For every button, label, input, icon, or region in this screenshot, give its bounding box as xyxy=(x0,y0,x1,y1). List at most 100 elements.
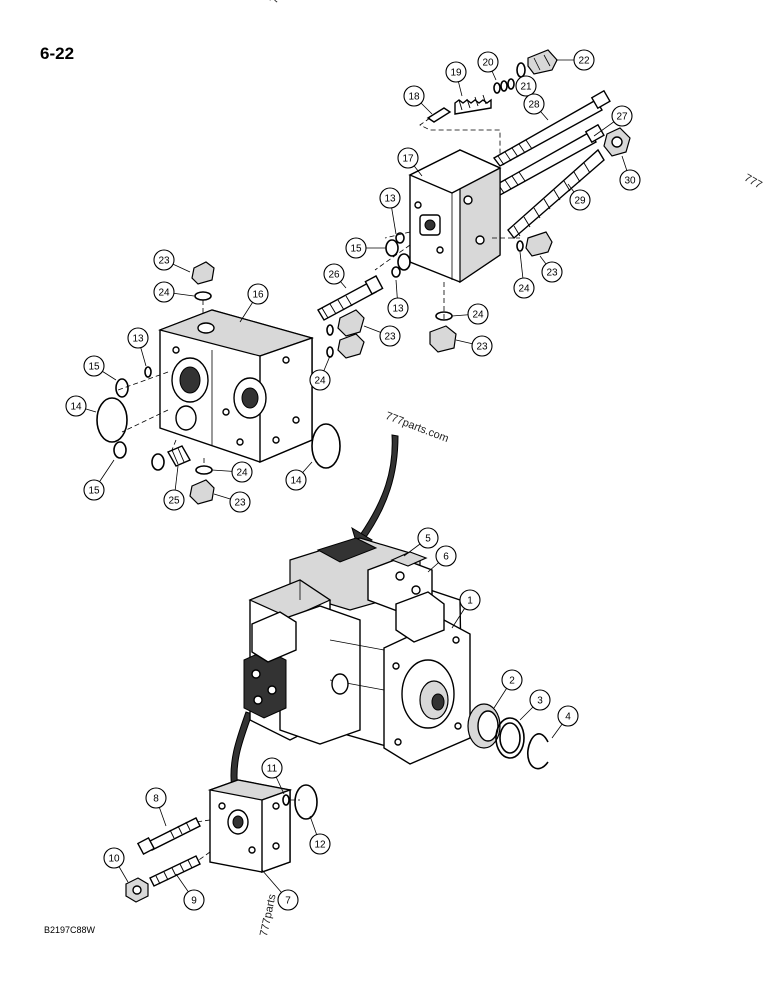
callout-label-24: 24 xyxy=(518,284,530,295)
callout-circle-7 xyxy=(277,889,299,911)
callout-circle-14 xyxy=(65,395,87,417)
callout-13: 13 xyxy=(379,187,401,209)
callout-circle-24 xyxy=(309,369,331,391)
callout-label-24: 24 xyxy=(314,376,326,387)
callout-25: 25 xyxy=(163,489,185,511)
o-ring-12 xyxy=(294,784,318,820)
callout-label-15: 15 xyxy=(350,244,362,255)
bolt-8 xyxy=(136,817,201,856)
callout-label-24: 24 xyxy=(472,310,484,321)
plug-23f xyxy=(337,333,365,359)
callout-11: 11 xyxy=(261,757,283,779)
callout-24: 24 xyxy=(231,461,253,483)
callout-21: 21 xyxy=(515,75,537,97)
callout-label-26: 26 xyxy=(328,270,340,281)
callout-label-5: 5 xyxy=(425,534,431,545)
callout-label-14: 14 xyxy=(290,476,302,487)
callout-label-16: 16 xyxy=(252,290,264,301)
callout-14: 14 xyxy=(285,469,307,491)
callout-circle-9 xyxy=(183,889,205,911)
callout-circle-13 xyxy=(387,297,409,319)
valve-body-17 xyxy=(374,149,520,320)
nut-30 xyxy=(603,127,631,157)
callout-circle-23 xyxy=(229,491,251,513)
callout-24: 24 xyxy=(153,281,175,303)
page-number: 6-22 xyxy=(40,44,75,63)
callout-label-23: 23 xyxy=(476,342,488,353)
callout-circle-13 xyxy=(127,327,149,349)
o-ring-21 xyxy=(516,62,526,78)
setscrew-25 xyxy=(167,445,191,467)
leaders-layer xyxy=(75,59,631,901)
callout-24: 24 xyxy=(309,369,331,391)
o-ring-15a xyxy=(385,239,399,257)
callout-23: 23 xyxy=(153,249,175,271)
callout-label-19: 19 xyxy=(450,68,462,79)
o-ring-14b xyxy=(311,423,341,469)
callouts-layer: 1234567891011121314151617181920212223242… xyxy=(65,49,641,911)
callout-label-20: 20 xyxy=(482,58,494,69)
snap-ring-4 xyxy=(527,733,549,770)
callout-circle-12 xyxy=(309,833,331,855)
callout-label-23: 23 xyxy=(158,256,170,267)
bolt-26 xyxy=(317,275,384,321)
callout-circle-4 xyxy=(557,705,579,727)
callout-7: 7 xyxy=(277,889,299,911)
callout-15: 15 xyxy=(83,479,105,501)
callout-27: 27 xyxy=(611,105,633,127)
callout-8: 8 xyxy=(145,787,167,809)
bolt-28 xyxy=(492,89,611,167)
callout-12: 12 xyxy=(309,833,331,855)
callout-4: 4 xyxy=(557,705,579,727)
callout-label-21: 21 xyxy=(520,82,532,93)
callout-label-13: 13 xyxy=(392,304,404,315)
callout-label-11: 11 xyxy=(267,764,278,775)
callout-label-13: 13 xyxy=(132,334,144,345)
callout-circle-21 xyxy=(515,75,537,97)
callout-30: 30 xyxy=(619,169,641,191)
callout-29: 29 xyxy=(569,189,591,211)
callout-circle-11 xyxy=(261,757,283,779)
callout-14: 14 xyxy=(65,395,87,417)
callout-circle-20 xyxy=(477,51,499,73)
o-ring-15e xyxy=(151,453,165,471)
stud-9 xyxy=(149,855,201,887)
callout-circle-23 xyxy=(153,249,175,271)
callout-13: 13 xyxy=(127,327,149,349)
arrow-lower xyxy=(230,711,253,791)
callout-circle-27 xyxy=(611,105,633,127)
callout-circle-14 xyxy=(285,469,307,491)
callout-label-24: 24 xyxy=(158,288,170,299)
callout-circle-18 xyxy=(403,85,425,107)
callout-19: 19 xyxy=(445,61,467,83)
callout-5: 5 xyxy=(417,527,439,549)
callout-22: 22 xyxy=(573,49,595,71)
callout-label-18: 18 xyxy=(408,92,420,103)
callout-6: 6 xyxy=(435,545,457,567)
callout-circle-28 xyxy=(523,93,545,115)
o-ring-13b xyxy=(391,266,401,278)
callout-20: 20 xyxy=(477,51,499,73)
callout-circle-24 xyxy=(153,281,175,303)
plug-23e xyxy=(337,309,365,337)
callout-circle-17 xyxy=(397,147,419,169)
callout-circle-10 xyxy=(103,847,125,869)
callout-circle-26 xyxy=(323,263,345,285)
stud-29 xyxy=(507,148,605,240)
callout-circle-24 xyxy=(231,461,253,483)
callout-label-15: 15 xyxy=(88,486,100,497)
seal-3 xyxy=(495,717,525,759)
o-ring-13c xyxy=(144,366,152,378)
callout-label-27: 27 xyxy=(616,112,628,123)
o-ring-13a xyxy=(395,232,405,244)
callout-23: 23 xyxy=(379,325,401,347)
callout-3: 3 xyxy=(529,689,551,711)
callout-label-23: 23 xyxy=(234,498,246,509)
callout-label-30: 30 xyxy=(624,176,636,187)
callout-18: 18 xyxy=(403,85,425,107)
callout-label-17: 17 xyxy=(402,154,414,165)
o-ring-14a xyxy=(96,397,128,443)
o-ring-15b xyxy=(397,253,411,271)
callout-23: 23 xyxy=(229,491,251,513)
pin-18 xyxy=(419,107,501,160)
